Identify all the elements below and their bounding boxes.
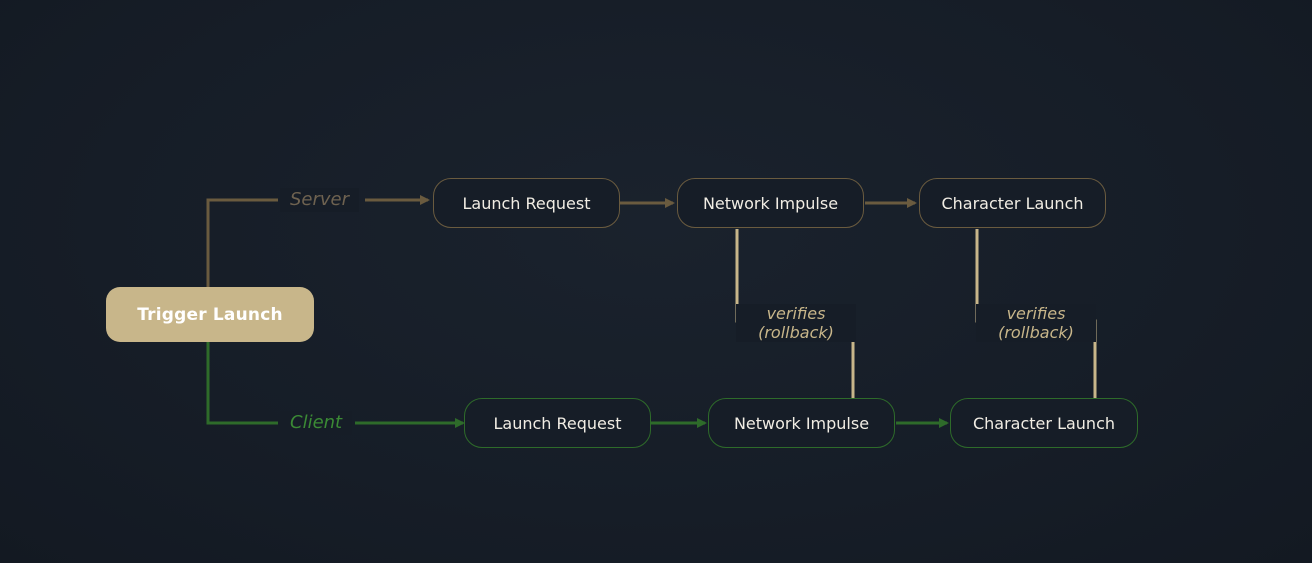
client-launch-request-label: Launch Request	[493, 413, 622, 433]
verify-label-1: verifies (rollback)	[736, 304, 856, 342]
client-character-launch-node[interactable]: Character Launch	[950, 398, 1138, 448]
server-launch-request-label: Launch Request	[462, 193, 591, 213]
verify-label-2-line1: verifies	[1006, 304, 1066, 323]
verify-label-2: verifies (rollback)	[976, 304, 1096, 342]
server-character-launch-label: Character Launch	[941, 193, 1084, 213]
server-lane-label: Server	[280, 188, 360, 212]
server-character-launch-node[interactable]: Character Launch	[919, 178, 1106, 228]
trigger-launch-label: Trigger Launch	[137, 304, 283, 325]
verify-label-1-line1: verifies	[766, 304, 826, 323]
client-network-impulse-node[interactable]: Network Impulse	[708, 398, 895, 448]
client-character-launch-label: Character Launch	[972, 413, 1115, 433]
trigger-launch-node[interactable]: Trigger Launch	[106, 287, 314, 342]
verify-label-2-line2: (rollback)	[998, 323, 1074, 342]
client-launch-request-node[interactable]: Launch Request	[464, 398, 651, 448]
trigger-to-server-line	[206, 198, 278, 287]
server-network-impulse-label: Network Impulse	[702, 193, 839, 213]
trigger-to-client-line	[206, 341, 278, 425]
verify-label-1-line2: (rollback)	[758, 323, 834, 342]
client-network-impulse-label: Network Impulse	[733, 413, 870, 433]
server-launch-request-node[interactable]: Launch Request	[433, 178, 620, 228]
server-network-impulse-node[interactable]: Network Impulse	[677, 178, 864, 228]
client-lane-label: Client	[280, 411, 353, 435]
